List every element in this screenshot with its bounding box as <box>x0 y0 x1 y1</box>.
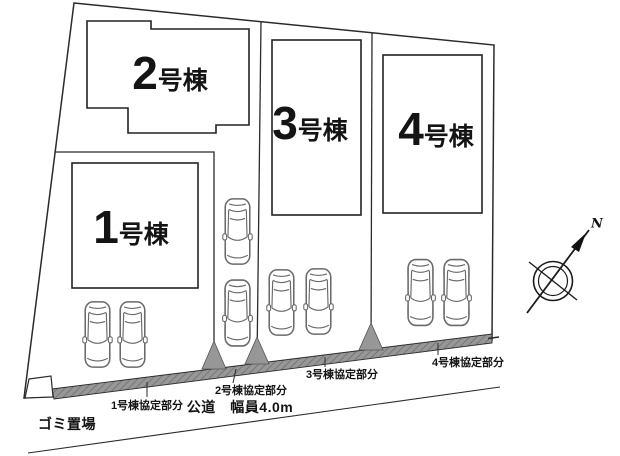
garbage-area-outline <box>24 375 54 399</box>
agreement-label-4: 4号棟協定部分 <box>431 357 505 369</box>
car-icon <box>117 300 148 369</box>
building-number: 1 <box>93 201 119 253</box>
garbage-area-label: ゴミ置場 <box>38 416 96 432</box>
building-suffix: 号棟 <box>297 117 348 145</box>
building-4-footprint <box>382 54 483 214</box>
lot2-lot3-boundary-line <box>256 20 262 364</box>
car-icon <box>303 267 334 336</box>
boundary-marker-triangle <box>244 336 270 365</box>
building-3-label: 3 号棟 <box>272 100 348 146</box>
north-compass-icon <box>526 229 590 314</box>
building-suffix: 号棟 <box>118 221 169 249</box>
building-number: 2 <box>132 47 158 99</box>
road-strip-end-tick <box>487 336 500 340</box>
building-suffix: 号棟 <box>423 123 474 151</box>
building-number: 4 <box>398 103 424 155</box>
car-icon <box>222 197 253 266</box>
agreement-label-1: 1号棟協定部分 <box>110 400 184 412</box>
boundary-marker-triangles <box>201 322 384 370</box>
car-icon <box>266 268 297 337</box>
building-1-label: 1 号棟 <box>93 204 169 250</box>
building-suffix: 号棟 <box>157 67 208 95</box>
building-number: 3 <box>272 97 298 149</box>
building-2-footprint <box>86 20 250 134</box>
boundary-marker-triangle <box>201 339 227 370</box>
agreement-label-3: 3号棟協定部分 <box>305 369 379 381</box>
building-3-footprint <box>271 39 362 216</box>
boundary-marker-triangle <box>358 322 384 351</box>
lot1-lot2-boundary-line <box>55 151 215 369</box>
building-1-footprint <box>71 162 199 289</box>
road-label: 公道 幅員4.0m <box>186 399 294 415</box>
lot3-lot4-boundary-line <box>370 32 373 350</box>
road-far-edge-line <box>27 386 501 454</box>
car-icon <box>222 278 253 348</box>
car-icon <box>405 258 436 327</box>
lot-boundary-lines <box>55 20 373 369</box>
building-4-label: 4 号棟 <box>398 106 474 152</box>
car-icon <box>82 300 113 369</box>
leader-lines <box>146 343 439 397</box>
north-label: N <box>591 216 603 232</box>
car-icon <box>441 258 472 327</box>
building-2-label: 2 号棟 <box>132 50 208 96</box>
leader-line <box>232 368 237 384</box>
agreement-label-2: 2号棟協定部分 <box>214 385 288 397</box>
